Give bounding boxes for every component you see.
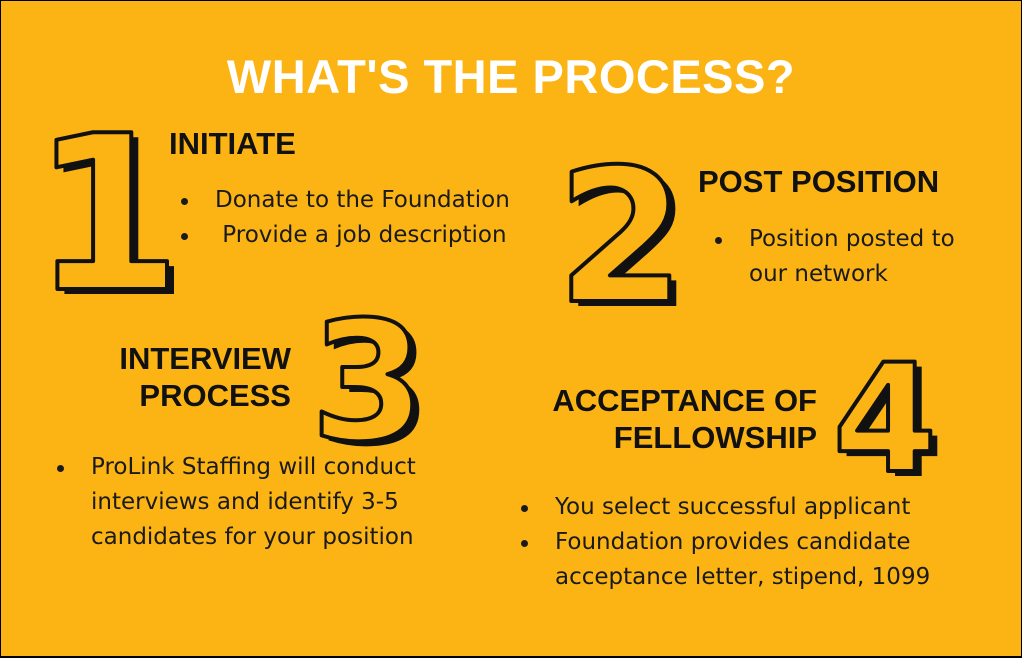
step-1-bullets: Donate to the Foundation Provide a job d… [177,183,557,253]
bullet-text: You select successful applicant [555,494,911,520]
bullet-text: Donate to the Foundation [215,187,510,213]
bullet-dot [521,505,528,512]
step-3-heading-line: INTERVIEW [119,341,291,376]
step-3-numeral: 3 3 [309,284,433,483]
step-1-heading-line: INITIATE [169,126,296,161]
svg-text:4: 4 [840,338,944,512]
bullet-dot [181,233,188,240]
svg-text:2: 2 [564,134,693,350]
bullet-dot [715,237,722,244]
step-2-heading: POST POSITION [698,163,939,200]
step-1-heading: INITIATE [169,125,296,162]
step-4-numeral: 4 4 [831,331,944,512]
list-item: Donate to the Foundation [177,183,557,218]
svg-text:4: 4 [833,333,937,507]
list-item: You select successful applicant [517,490,967,525]
svg-text:1: 1 [39,94,189,345]
bullet-text: Foundation provides candidate acceptance… [555,529,931,590]
step-4-bullets: You select successful applicant Foundati… [517,490,967,595]
step-4-heading-line: ACCEPTANCE OF [552,383,817,418]
bullet-dot [181,198,188,205]
list-item: Provide a job description [177,218,557,253]
list-item: Foundation provides candidate acceptance… [517,525,967,595]
list-item: ProLink Staffing will conduct interviews… [53,450,423,555]
step-1-numeral: 1 1 [30,87,189,345]
step-2-bullets: Position posted to our network [711,222,981,292]
svg-text:2: 2 [557,129,686,345]
bullet-text: Position posted to our network [749,226,955,287]
step-3-heading-line: PROCESS [139,378,291,413]
list-item: Position posted to our network [711,222,981,292]
step-2-numeral: 2 2 [555,127,693,350]
step-2-heading-line: POST POSITION [698,164,940,199]
page-title: WHAT'S THE PROCESS? [226,50,796,103]
step-4-heading-line: FELLOWSHIP [613,420,817,455]
svg-text:3: 3 [318,291,433,483]
bullet-dot [521,540,528,547]
step-3-heading: INTERVIEW PROCESS [81,340,291,414]
bullet-text: ProLink Staffing will conduct interviews… [91,454,416,550]
bullet-text: Provide a job description [215,222,507,248]
svg-text:3: 3 [311,286,426,478]
bullet-dot [57,465,64,472]
svg-text:1: 1 [32,89,182,340]
step-3-bullets: ProLink Staffing will conduct interviews… [53,450,423,555]
step-4-heading: ACCEPTANCE OF FELLOWSHIP [501,382,817,456]
